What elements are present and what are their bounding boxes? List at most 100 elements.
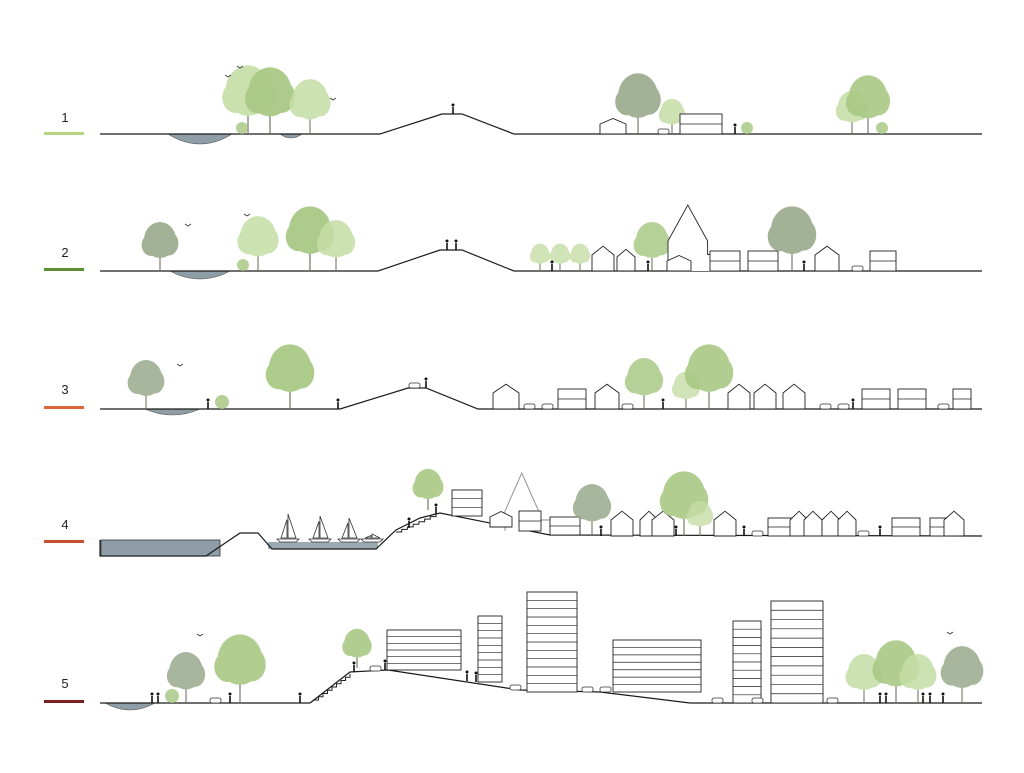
car: [581, 686, 594, 693]
person-head: [550, 260, 554, 264]
house: [492, 383, 520, 410]
car: [857, 530, 870, 537]
section-5-color-key: [44, 700, 84, 703]
tree-crown: [684, 360, 711, 390]
tree: [141, 222, 179, 271]
boat-sail: [341, 522, 349, 539]
pond: [169, 270, 231, 280]
tree-crown: [917, 663, 937, 688]
boat-sail: [364, 535, 372, 539]
tree: [127, 360, 165, 409]
bird: [243, 213, 251, 217]
person-head: [156, 692, 160, 696]
person-head: [884, 692, 888, 696]
section-2-profile: [100, 204, 982, 280]
car: [751, 530, 764, 537]
boat-sail: [371, 533, 381, 539]
tree-crown: [316, 232, 337, 256]
house: [753, 383, 777, 410]
car: [937, 403, 950, 410]
tree-crown: [591, 493, 612, 519]
tree: [658, 98, 686, 134]
building: [612, 639, 702, 693]
car: [523, 403, 536, 410]
building: [770, 600, 824, 704]
tree-crown: [237, 229, 259, 255]
section-4-profile: [99, 468, 983, 557]
person-head: [851, 398, 855, 402]
tree: [237, 216, 279, 271]
tree-crown: [643, 367, 664, 393]
house: [489, 510, 513, 528]
tree: [845, 75, 891, 134]
tree-crown: [707, 356, 734, 389]
house: [837, 510, 857, 537]
bird: [224, 74, 232, 78]
tree-crown: [699, 507, 714, 525]
bird: [236, 65, 244, 69]
house: [727, 383, 751, 410]
boat-hull: [360, 538, 384, 543]
tree: [572, 484, 612, 535]
tree-crown: [658, 107, 673, 124]
boat-sail: [319, 515, 329, 539]
section-1-profile: [100, 65, 982, 145]
car: [851, 265, 864, 272]
boat-sail: [312, 521, 320, 539]
boat-hull: [276, 538, 300, 543]
person-head: [352, 661, 356, 665]
car: [826, 697, 839, 704]
tree-crown: [342, 638, 358, 656]
car: [369, 665, 382, 672]
person-head: [646, 260, 650, 264]
bird: [184, 223, 192, 227]
tree-crown: [790, 218, 817, 251]
stairs: [396, 514, 437, 533]
bird: [946, 631, 954, 635]
section-4-color-key: [44, 540, 84, 543]
person-head: [228, 692, 232, 696]
tree-crown: [356, 636, 372, 656]
tree-crown: [141, 234, 161, 256]
tree-crown: [637, 85, 661, 115]
tree-crown: [845, 666, 865, 688]
pond: [144, 408, 201, 416]
house: [821, 510, 841, 537]
person-head: [451, 103, 455, 107]
tree-crown: [633, 234, 653, 256]
tree: [549, 243, 571, 271]
tree: [899, 654, 937, 703]
section-5-label: 5: [61, 676, 69, 691]
section-2-label: 2: [61, 245, 69, 260]
person-head: [733, 123, 737, 127]
person-head: [407, 517, 411, 521]
tree-crown: [289, 92, 311, 118]
tree-crown: [238, 647, 266, 682]
tree-crown: [427, 476, 444, 497]
tree-crown: [940, 660, 963, 686]
tree-crown: [672, 380, 687, 398]
house: [610, 510, 634, 537]
person-head: [599, 525, 603, 529]
harbour-basin: [268, 542, 378, 549]
tree-crown: [659, 487, 686, 517]
person-head: [336, 398, 340, 402]
car: [751, 697, 764, 704]
house: [594, 383, 620, 410]
bird: [196, 633, 204, 637]
person-head: [445, 239, 449, 243]
person-head: [206, 398, 210, 402]
house: [666, 255, 692, 272]
tree: [342, 628, 372, 668]
car: [209, 697, 222, 704]
boat-hull: [337, 538, 361, 543]
tree-crown: [145, 369, 165, 394]
tree-crown: [539, 248, 551, 263]
tree-crown: [624, 370, 645, 394]
section-2-color-key: [44, 268, 84, 271]
bush: [237, 259, 249, 271]
person-head: [802, 260, 806, 264]
person-head: [742, 525, 746, 529]
tree-crown: [961, 657, 984, 686]
tree-crown: [651, 231, 671, 256]
